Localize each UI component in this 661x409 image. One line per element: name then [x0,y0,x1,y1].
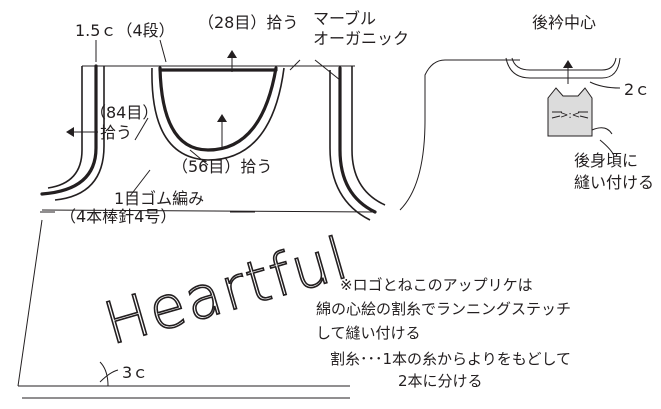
front-neck-arrow-icon [217,114,227,122]
back-collar-inner [511,57,617,71]
collar-center-arrow-icon [563,60,573,68]
label-back-collar-center: 後衿中心 [532,13,596,32]
left-armhole-outer [47,66,83,189]
armhole-base-line [41,209,376,213]
cat-applique-icon: >:< [547,87,613,137]
left-body-side [17,219,43,387]
leader-edge-neck [159,39,167,63]
right-armhole-inner [329,70,371,221]
note-line-5: 2本に分ける [398,372,483,390]
measure-2c-leader [589,81,621,89]
armhole-arrow-icon [66,127,74,137]
left-armhole-inner [54,66,105,201]
leader-front-neck [189,149,209,166]
leader-armhole [134,117,149,141]
right-back-outline [399,59,520,211]
note-line-2: 綿の心絵の割糸でランニングステッチ [316,300,571,318]
front-neck-outer [151,67,285,161]
measure-3c-arc [99,361,109,387]
label-yarn-name-2: オーガニック [313,29,409,48]
right-armhole-outer [351,66,386,206]
leader-yarn-2 [314,59,341,81]
label-front-neck-pickup: （56目）拾う [172,157,272,176]
label-neck-pickup: （28目）拾う [198,13,298,32]
label-measure-2c: 2ｃ [624,80,650,99]
measure-3c-leader [99,369,119,383]
leader-rib [129,169,151,197]
note-line-1: ※ロゴとねこのアップリケは [340,276,533,294]
svg-text:>:<: >:< [560,110,580,121]
back-collar-outer [505,57,621,79]
label-measure-3c: 3ｃ [122,363,148,382]
note-line-4: 割糸･･･1本の糸からよりをもどして [330,350,571,368]
note-line-3: して縫い付ける [316,324,421,342]
label-armhole-pick: 拾う [100,123,132,142]
label-rib-stitch: 1目ゴム編み [114,189,204,208]
label-needles: （4本棒針4号） [60,207,176,226]
label-yarn-name-1: マーブル [313,9,376,28]
leader-attach-back [599,139,615,157]
label-armhole-count: （84目） [90,103,158,122]
leader-yarn-1 [289,59,301,71]
label-attach-back-1: 後身頃に [574,151,638,170]
neck-arrow-icon [227,50,237,58]
label-edge-width: 1.5ｃ（4段） [75,21,175,40]
right-armhole-edge [338,66,377,214]
left-armhole-edge [40,64,98,196]
front-neck-edge [158,66,278,152]
label-attach-back-2: 縫い付ける [574,173,654,192]
